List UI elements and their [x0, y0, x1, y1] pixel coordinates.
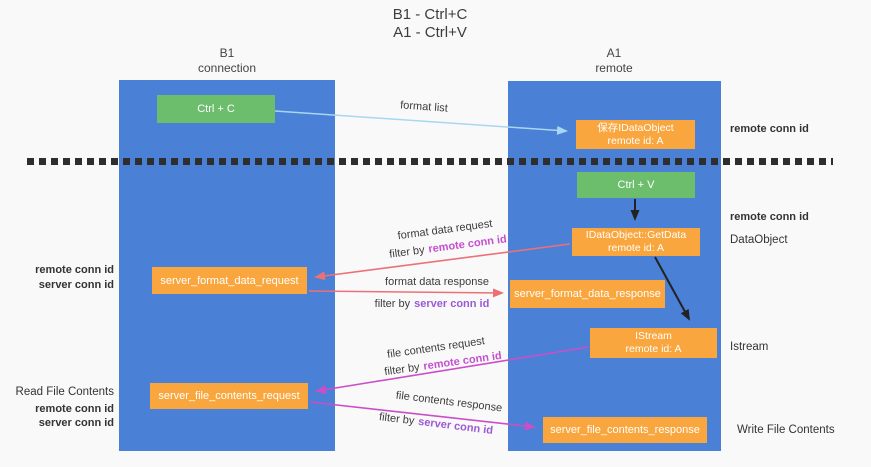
getdata-line1: IDataObject::GetData	[585, 229, 687, 241]
label-remote-conn-id-left-bottom: remote conn id	[35, 403, 114, 415]
lane-header-a1: A1 remote	[554, 46, 674, 76]
filter-by-text-1: filter by	[388, 244, 426, 261]
title-line-1: B1 - Ctrl+C	[392, 6, 468, 23]
istream-box: IStream remote id: A	[590, 328, 717, 358]
lane-header-b1: B1 connection	[167, 46, 287, 76]
label-remote-conn-id-right-mid: remote conn id	[730, 211, 809, 223]
label-write-file-contents: Write File Contents	[737, 424, 835, 436]
format-data-response-arrow	[308, 288, 504, 298]
ctrl-c-box: Ctrl + C	[157, 95, 275, 123]
server-file-contents-response-box: server_file_contents_response	[543, 417, 707, 443]
filter-by-text-3: filter by	[383, 361, 421, 379]
server-file-contents-request-label: server_file_contents_request	[158, 390, 300, 402]
lane-a1-subtitle: remote	[595, 61, 633, 75]
label-remote-conn-id-right-top: remote conn id	[730, 123, 809, 135]
label-istream: Istream	[730, 341, 769, 353]
ctrl-v-box: Ctrl + V	[577, 172, 695, 198]
server-format-data-request-box: server_format_data_request	[152, 267, 307, 294]
server-conn-id-text-2: server conn id	[417, 415, 494, 437]
label-remote-conn-id-left-top: remote conn id	[35, 264, 114, 276]
label-dataobject: DataObject	[730, 234, 788, 246]
label-server-conn-id-left-top: server conn id	[38, 279, 114, 291]
server-conn-id-text-1: server conn id	[414, 298, 490, 310]
server-file-contents-response-label: server_file_contents_response	[550, 424, 700, 436]
clipboard-boundary-dashed-line	[27, 158, 833, 165]
filter-by-text-2: filter by	[374, 298, 411, 310]
save-idataobject-box: 保存IDataObject remote id: A	[576, 120, 695, 149]
server-format-data-response-label: server_format_data_response	[514, 288, 661, 300]
filter-by-text-4: filter by	[378, 411, 416, 428]
lane-a1-title: A1	[606, 46, 622, 60]
getdata-line2: remote id: A	[607, 242, 665, 254]
save-idataobject-line1: 保存IDataObject	[597, 121, 674, 134]
diagram-title: B1 - Ctrl+C A1 - Ctrl+V	[330, 6, 530, 42]
lane-b1-subtitle: connection	[197, 61, 257, 75]
ctrl-v-label: Ctrl + V	[617, 179, 655, 191]
format-list-label: format list	[399, 99, 449, 115]
server-file-contents-request-box: server_file_contents_request	[150, 383, 308, 409]
save-idataobject-line2: remote id: A	[607, 134, 664, 147]
title-line-2: A1 - Ctrl+V	[393, 24, 467, 41]
file-contents-response-label: file contents response	[395, 389, 503, 415]
format-data-response-label: format data response	[385, 276, 489, 288]
server-format-data-request-label: server_format_data_request	[160, 274, 299, 287]
istream-line2: remote id: A	[625, 343, 682, 355]
istream-line1: IStream	[635, 330, 672, 342]
label-read-file-contents: Read File Contents	[15, 386, 114, 398]
server-format-data-response-box: server_format_data_response	[510, 280, 665, 308]
lane-b1-title: B1	[219, 46, 235, 60]
ctrl-c-label: Ctrl + C	[197, 103, 235, 115]
idataobject-getdata-box: IDataObject::GetData remote id: A	[572, 228, 700, 256]
label-server-conn-id-left-bottom: server conn id	[38, 417, 114, 429]
